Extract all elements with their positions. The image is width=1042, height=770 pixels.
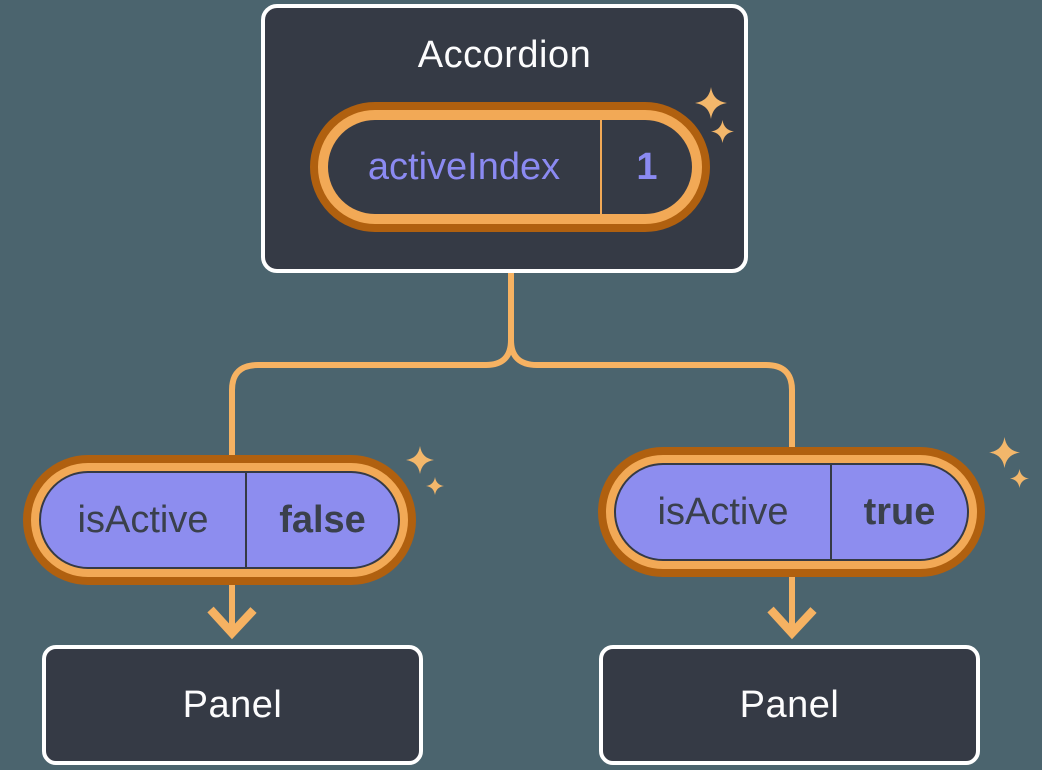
prop-name-label: isActive [77, 498, 209, 541]
prop-name-label: isActive [657, 490, 789, 533]
sparkle-icon [989, 437, 1020, 468]
prop-value-label: true [863, 490, 936, 533]
panel-card-left: Panel [42, 645, 423, 765]
state-pill: activeIndex 1 [310, 102, 710, 232]
tree-connector-left [229, 271, 514, 456]
panel-title: Panel [739, 683, 840, 726]
prop-pill-right-inner: isActive true [614, 463, 969, 561]
prop-pill-left: isActive false [23, 455, 416, 585]
arrow-left-head-icon [207, 606, 257, 640]
sparkle-icon [426, 477, 444, 495]
panel-card-right: Panel [599, 645, 980, 765]
prop-pill-left-inner: isActive false [39, 471, 400, 569]
pill-divider [830, 465, 832, 559]
accordion-title: Accordion [417, 34, 592, 76]
sparkle-icon [695, 87, 727, 119]
sparkle-icon [406, 446, 434, 474]
panel-title: Panel [182, 683, 283, 726]
state-name-label: activeIndex [367, 145, 561, 188]
sparkle-icon [711, 120, 734, 143]
pill-divider [245, 473, 247, 567]
sparkle-icon [1010, 469, 1029, 488]
pill-divider [600, 120, 602, 214]
prop-value-label: false [279, 498, 366, 541]
prop-pill-right: isActive true [598, 447, 985, 577]
arrow-right-head-icon [767, 606, 817, 640]
state-value-label: 1 [636, 145, 658, 188]
tree-connector-right [508, 339, 795, 448]
state-pill-inner: activeIndex 1 [328, 120, 692, 214]
